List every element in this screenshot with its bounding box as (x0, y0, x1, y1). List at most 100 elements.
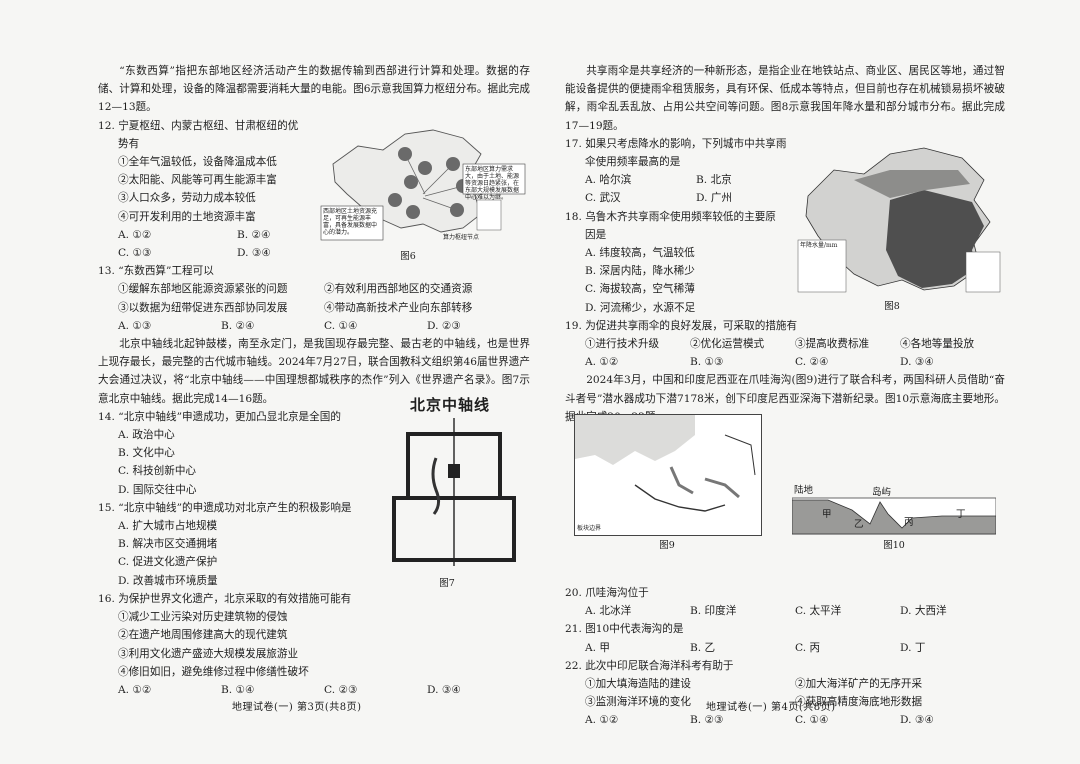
choice-d[interactable]: D. ③④ (427, 683, 461, 696)
q13-choices: A. ①③ B. ②④ C. ①④ D. ②③ (118, 317, 530, 335)
figure-6-computing-hub-map: 东部地区算力需求大，由于土地、能源等资源日趋紧张，在东部大规模发展数据中心难以为… (313, 124, 526, 244)
q18-choice-d[interactable]: D. 河流稀少，水源不足 (585, 301, 696, 314)
choice-c[interactable]: C. ②④ (795, 356, 829, 369)
label-yi: 乙 (854, 519, 864, 530)
q19-choices: A. ①② B. ①③ C. ②④ D. ③④ (585, 353, 1005, 371)
q15-choice-b[interactable]: B. 解决市区交通拥堵 (118, 538, 218, 551)
choice-d[interactable]: D. 广州 (696, 192, 733, 205)
figure-8-precipitation-map: 年降水量/mm (794, 140, 1004, 296)
q13-item-2: ②有效利用西部地区的交通资源 (324, 283, 473, 296)
q22-choices: A. ①② B. ②③ C. ①④ D. ③④ (585, 711, 1005, 729)
q19-item-1: ①进行技术升级 (585, 338, 660, 351)
q18-choice-c[interactable]: C. 海拔较高，空气稀薄 (585, 283, 695, 296)
choice-c[interactable]: C. 武汉 (585, 192, 621, 205)
choice-b[interactable]: B. ②④ (237, 228, 271, 241)
choice-a[interactable]: A. ①② (585, 714, 619, 727)
question-21-stem: 21. 图10中代表海沟的是 (565, 623, 684, 636)
figure-8-caption: 图8 (884, 301, 900, 312)
choice-b[interactable]: B. ①③ (690, 356, 724, 369)
question-18-stem: 18. 乌鲁木齐共享雨伞使用频率较低的主要原 (565, 210, 776, 223)
choice-a[interactable]: A. 甲 (585, 641, 610, 654)
choice-a[interactable]: A. ①③ (118, 319, 152, 332)
choice-c[interactable]: C. ①④ (795, 714, 829, 727)
question-15-stem: 15. “北京中轴线”的申遗成功对北京产生的积极影响是 (98, 501, 352, 514)
choice-d[interactable]: D. ③④ (900, 356, 934, 369)
q14-choice-d[interactable]: D. 国际交往中心 (118, 483, 197, 496)
right-page-footer: 地理试卷(一) 第4页(共8页) (706, 702, 836, 713)
choice-c[interactable]: C. 丙 (795, 641, 821, 654)
q13-items-row1: ①缓解东部地区能源资源紧张的问题 ②有效利用西部地区的交通资源 (118, 280, 530, 298)
figure-6-caption: 图6 (400, 251, 416, 262)
choice-b[interactable]: B. 北京 (696, 174, 732, 187)
precipitation-legend-title: 年降水量/mm (800, 242, 838, 249)
seafloor-profile-svg (792, 497, 996, 535)
q14-choice-b[interactable]: B. 文化中心 (118, 447, 175, 460)
question-18-stem-cont: 因是 (585, 228, 607, 241)
q14-choice-a[interactable]: A. 政治中心 (118, 429, 175, 442)
figure-10-seafloor-profile: 陆地 岛屿 甲 乙 丙 丁 (792, 478, 996, 536)
left-page: “东数西算”指把东部地区经济活动产生的数据传输到西部进行计算和处理。数据的存储、… (98, 62, 530, 699)
q19-item-2: ②优化运营模式 (690, 338, 765, 351)
q20-choices: A. 北冰洋 B. 印度洋 C. 太平洋 D. 大西洋 (585, 602, 1005, 620)
question-12-stem: 12. 宁夏枢纽、内蒙古枢纽、甘肃枢纽的优 (98, 119, 299, 132)
question-20-stem: 20. 爪哇海沟位于 (565, 587, 649, 600)
choice-c[interactable]: C. ①③ (118, 247, 152, 260)
choice-d[interactable]: D. ③④ (900, 714, 934, 727)
q18-choice-a[interactable]: A. 纬度较高，气温较低 (585, 247, 695, 260)
q15-choice-a[interactable]: A. 扩大城市占地规模 (118, 520, 218, 533)
choice-b[interactable]: B. ②③ (690, 714, 724, 727)
label-bing: 丙 (904, 517, 914, 528)
q12-item-3: ③人口众多，劳动力成本较低 (118, 192, 256, 205)
q16-item-1: ①减少工业污染对历史建筑物的侵蚀 (118, 611, 288, 624)
southeast-asia-map (575, 415, 756, 512)
figure-10-caption: 图10 (883, 540, 905, 551)
q19-item-3: ③提高收费标准 (795, 338, 870, 351)
q19-item-4: ④各地等量投放 (900, 338, 975, 351)
figure-7-central-axis-map: 北京中轴线 (372, 394, 522, 574)
choice-d[interactable]: D. ②③ (427, 319, 461, 332)
q15-choice-d[interactable]: D. 改善城市环境质量 (118, 574, 218, 587)
choice-b[interactable]: B. 印度洋 (690, 605, 737, 618)
q16-item-3: ③利用文化遗产盛迹大规模发展旅游业 (118, 647, 299, 660)
choice-c[interactable]: C. 太平洋 (795, 605, 842, 618)
choice-b[interactable]: B. 乙 (690, 641, 716, 654)
label-ding: 丁 (956, 509, 966, 520)
intro-java-trench: 2024年3月，中国和印度尼西亚在爪哇海沟(图9)进行了联合科考，两国科研人员借… (565, 374, 1005, 423)
q12-item-1: ①全年气温较低，设备降温成本低 (118, 156, 277, 169)
q12-item-4: ④可开发利用的土地资源丰富 (118, 210, 256, 223)
choice-a[interactable]: A. 北冰洋 (585, 605, 632, 618)
label-jia: 甲 (822, 509, 832, 520)
question-14-stem: 14. “北京中轴线”申遗成功，更加凸显北京是全国的 (98, 410, 341, 423)
label-island: 岛屿 (872, 487, 892, 498)
choice-a[interactable]: A. 哈尔滨 (585, 174, 632, 187)
q14-choice-c[interactable]: C. 科技创新中心 (118, 465, 197, 478)
q18-choice-b[interactable]: B. 深居内陆，降水稀少 (585, 265, 695, 278)
choice-a[interactable]: A. ①② (118, 683, 152, 696)
choice-d[interactable]: D. 丁 (900, 641, 926, 654)
q21-choices: A. 甲 B. 乙 C. 丙 D. 丁 (585, 639, 1005, 657)
figure-9-java-trench-map: 板块边界 (574, 414, 762, 536)
choice-d[interactable]: D. 大西洋 (900, 605, 947, 618)
q15-choice-c[interactable]: C. 促进文化遗产保护 (118, 556, 218, 569)
q13-items-row2: ③以数据为纽带促进东西部协同发展 ④带动高新技术产业向东部转移 (118, 299, 530, 317)
figure-7-caption: 图7 (439, 578, 455, 589)
choice-a[interactable]: A. ①② (118, 228, 152, 241)
q22-item-3: ③监测海洋环境的变化 (585, 696, 691, 709)
choice-d[interactable]: D. ③④ (237, 247, 271, 260)
choice-b[interactable]: B. ①④ (221, 683, 255, 696)
right-page: 共享雨伞是共享经济的一种新形态，是指企业在地铁站点、商业区、居民区等地，通过智能… (565, 62, 1005, 730)
label-land: 陆地 (794, 485, 814, 496)
choice-a[interactable]: A. ①② (585, 356, 619, 369)
q13-item-4: ④带动高新技术产业向东部转移 (324, 301, 473, 314)
choice-c[interactable]: C. ②③ (324, 683, 358, 696)
q13-item-1: ①缓解东部地区能源资源紧张的问题 (118, 283, 288, 296)
question-16-stem: 16. 为保护世界文化遗产，北京采取的有效措施可能有 (98, 592, 352, 605)
choice-c[interactable]: C. ①④ (324, 319, 358, 332)
q12-item-2: ②太阳能、风能等可再生能源丰富 (118, 174, 277, 187)
q22-items-row1: ①加大填海造陆的建设 ②加大海洋矿产的无序开采 (585, 675, 1005, 693)
question-19-stem: 19. 为促进共享雨伞的良好发展，可采取的措施有 (565, 319, 798, 332)
q12-choices: A. ①② B. ②④ (118, 226, 356, 244)
choice-b[interactable]: B. ②④ (221, 319, 255, 332)
q17-choices: A. 哈尔滨 B. 北京 (585, 171, 807, 189)
